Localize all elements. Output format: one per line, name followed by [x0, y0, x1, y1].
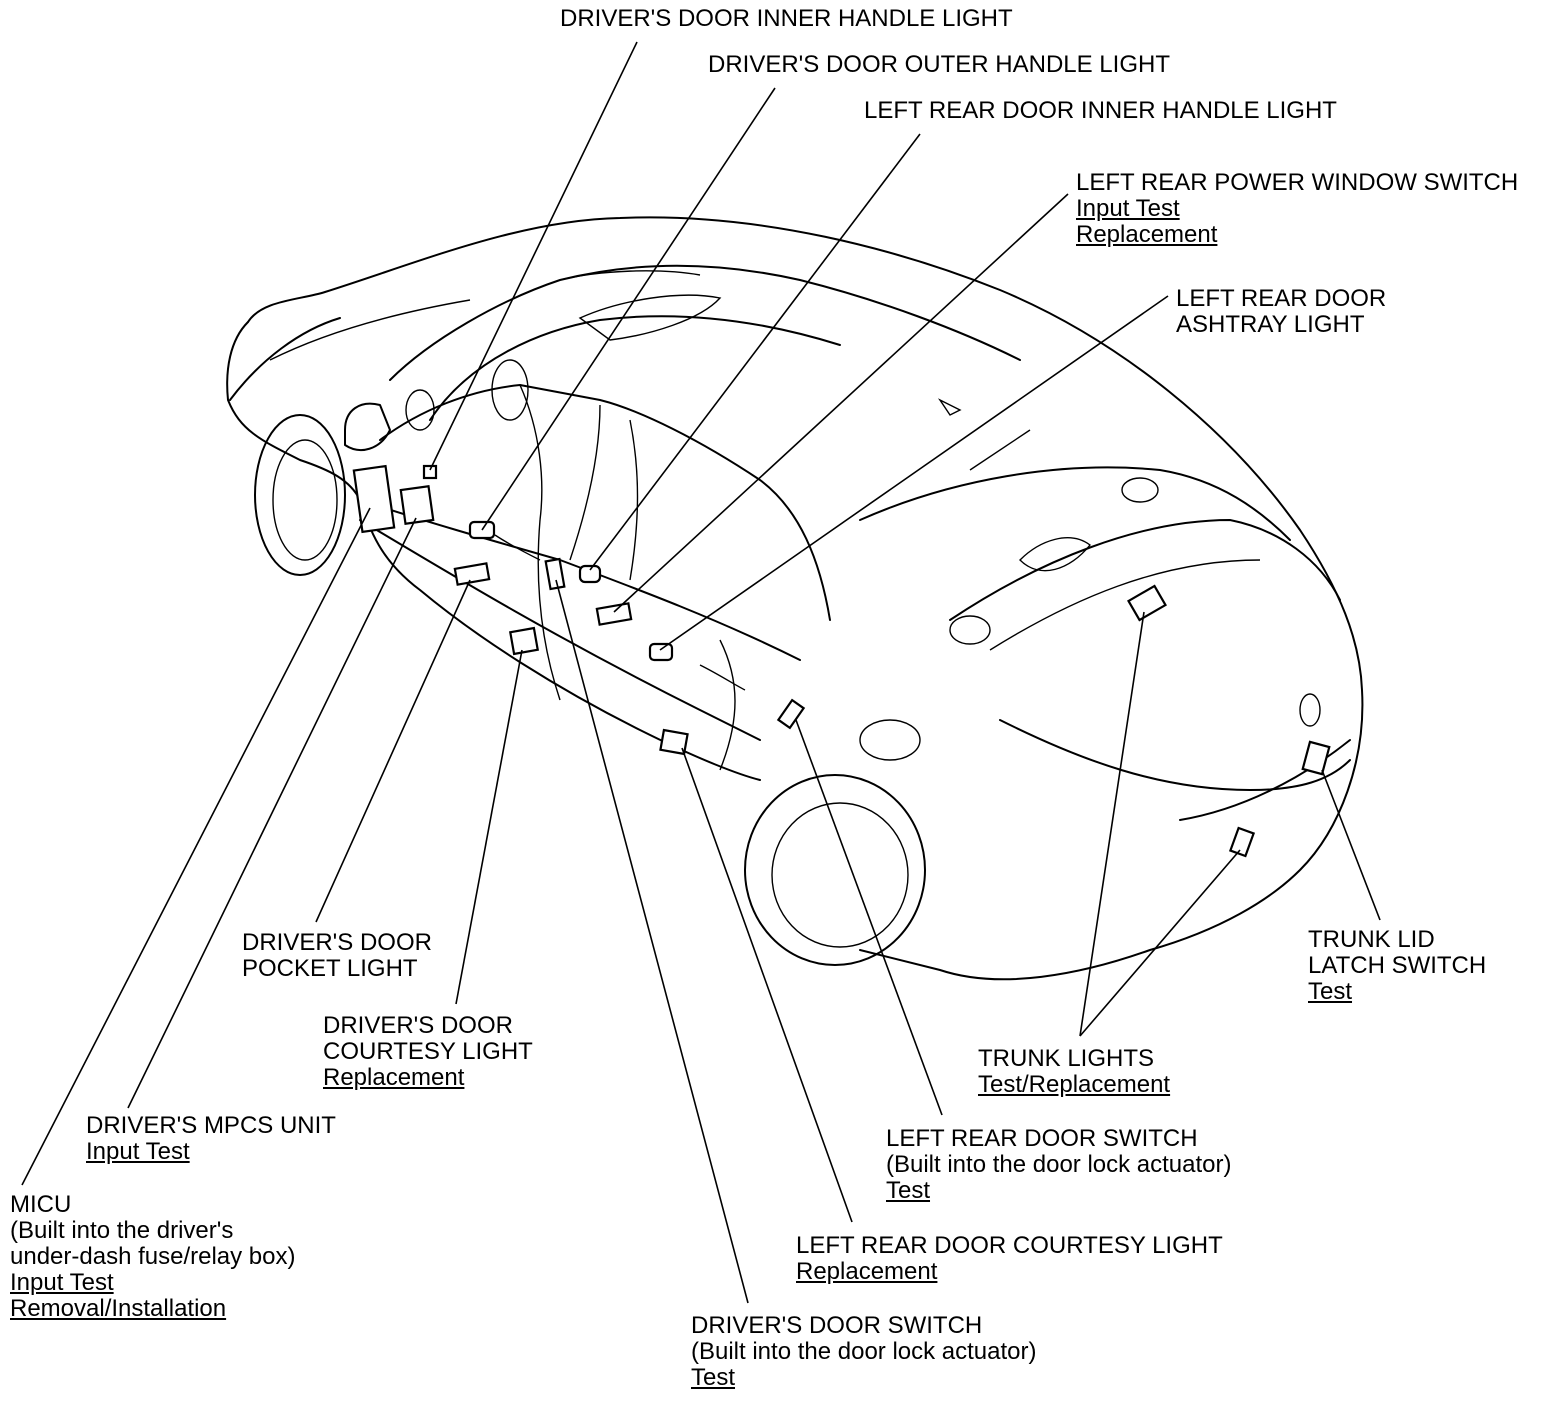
label-text: LATCH SWITCH	[1308, 952, 1487, 979]
label-text: LEFT REAR DOOR SWITCH	[886, 1125, 1198, 1152]
label-trunk-lid-latch-switch: TRUNK LID LATCH SWITCH Test	[1308, 927, 1486, 1005]
label-text: DRIVER'S DOOR SWITCH	[691, 1312, 983, 1339]
rear-courtesy-part	[659, 728, 689, 756]
removal-installation-link[interactable]: Removal/Installation	[10, 1295, 227, 1322]
test-link[interactable]: Test	[1308, 978, 1353, 1005]
label-text: ASHTRAY LIGHT	[1176, 311, 1365, 338]
replacement-link[interactable]: Replacement	[323, 1064, 465, 1091]
test-replacement-link[interactable]: Test/Replacement	[978, 1071, 1171, 1098]
trunk-light-lower-part	[1228, 826, 1256, 858]
label-text: DRIVER'S MPCS UNIT	[86, 1112, 336, 1139]
label-text: POCKET LIGHT	[242, 955, 418, 982]
label-left-rear-door-switch: LEFT REAR DOOR SWITCH (Built into the do…	[886, 1126, 1232, 1204]
label-left-rear-door-courtesy-light: LEFT REAR DOOR COURTESY LIGHT Replacemen…	[796, 1233, 1223, 1285]
label-text: (Built into the door lock actuator)	[691, 1338, 1037, 1365]
pocket-light-part	[453, 562, 491, 586]
label-driver-door-pocket-light: DRIVER'S DOOR POCKET LIGHT	[242, 930, 432, 982]
label-text: TRUNK LID	[1308, 926, 1435, 953]
test-link[interactable]: Test	[691, 1364, 736, 1391]
label-left-rear-door-inner-handle-light: LEFT REAR DOOR INNER HANDLE LIGHT	[864, 98, 1337, 124]
replacement-link[interactable]: Replacement	[1076, 221, 1218, 248]
label-text: DRIVER'S DOOR INNER HANDLE LIGHT	[560, 5, 1013, 32]
label-left-rear-door-ashtray-light: LEFT REAR DOOR ASHTRAY LIGHT	[1176, 286, 1386, 338]
test-link[interactable]: Test	[886, 1177, 931, 1204]
input-test-link[interactable]: Input Test	[10, 1269, 114, 1296]
input-test-link[interactable]: Input Test	[1076, 195, 1180, 222]
label-text: LEFT REAR DOOR	[1176, 285, 1387, 312]
label-text: (Built into the door lock actuator)	[886, 1151, 1232, 1178]
label-driver-mpcs-unit: DRIVER'S MPCS UNIT Input Test	[86, 1113, 336, 1165]
mpcs-unit-part	[399, 484, 435, 526]
label-text: under-dash fuse/relay box)	[10, 1243, 296, 1270]
inner-handle-light-part	[422, 464, 438, 480]
label-left-rear-power-window-switch: LEFT REAR POWER WINDOW SWITCH Input Test…	[1076, 170, 1518, 248]
label-text: MICU	[10, 1191, 72, 1218]
leader-lines	[21, 41, 1381, 1304]
label-text: DRIVER'S DOOR OUTER HANDLE LIGHT	[708, 51, 1170, 78]
rear-window-switch-part	[595, 602, 633, 626]
replacement-link[interactable]: Replacement	[796, 1258, 938, 1285]
label-text: DRIVER'S DOOR	[323, 1012, 513, 1039]
label-driver-door-courtesy-light: DRIVER'S DOOR COURTESY LIGHT Replacement	[323, 1013, 533, 1091]
label-driver-door-inner-handle-light: DRIVER'S DOOR INNER HANDLE LIGHT	[560, 6, 1013, 32]
label-text: LEFT REAR DOOR COURTESY LIGHT	[796, 1232, 1223, 1259]
input-test-link[interactable]: Input Test	[86, 1138, 190, 1165]
label-trunk-lights: TRUNK LIGHTS Test/Replacement	[978, 1046, 1170, 1098]
label-driver-door-switch: DRIVER'S DOOR SWITCH (Built into the doo…	[691, 1313, 1037, 1391]
label-text: DRIVER'S DOOR	[242, 929, 432, 956]
trunk-light-upper-part	[1127, 584, 1167, 622]
rear-ashtray-part	[648, 642, 674, 662]
label-text: (Built into the driver's	[10, 1217, 234, 1244]
label-micu: MICU (Built into the driver's under-dash…	[10, 1192, 296, 1322]
rear-inner-handle-part	[578, 564, 602, 584]
trunk-latch-part	[1301, 740, 1331, 776]
rear-door-switch-part	[776, 698, 806, 730]
label-text: LEFT REAR POWER WINDOW SWITCH	[1076, 169, 1519, 196]
component-parts	[352, 464, 1331, 858]
label-text: TRUNK LIGHTS	[978, 1045, 1155, 1072]
label-text: LEFT REAR DOOR INNER HANDLE LIGHT	[864, 97, 1337, 124]
door-switch-part	[544, 557, 566, 591]
micu-part	[352, 464, 396, 534]
courtesy-light-part	[508, 626, 540, 656]
label-driver-door-outer-handle-light: DRIVER'S DOOR OUTER HANDLE LIGHT	[708, 52, 1170, 78]
label-text: COURTESY LIGHT	[323, 1038, 533, 1065]
